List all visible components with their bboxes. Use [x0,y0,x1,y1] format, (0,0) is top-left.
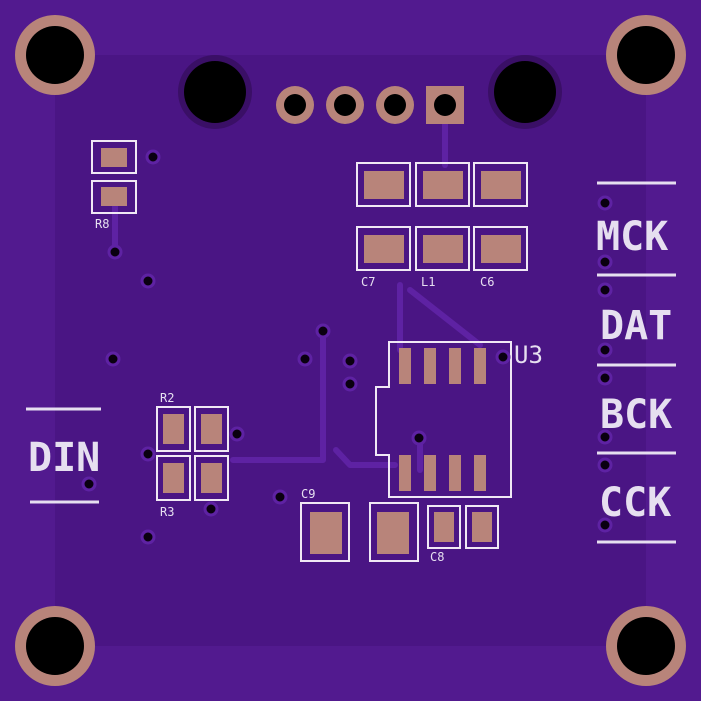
ic-u3: U3 [375,341,543,498]
via [342,353,358,369]
r2-label: R2 [160,391,174,405]
via [140,273,156,289]
mounting-hole-top-right [606,15,686,95]
connector-holes [178,55,562,129]
c9-label: C9 [301,487,315,501]
u3-label: U3 [514,341,543,369]
via [411,430,427,446]
via [597,457,613,473]
capacitor-c7: C7 [356,162,411,289]
header-pin-1 [276,86,314,124]
mounting-hole-top-left [15,15,95,95]
via [297,351,313,367]
mounting-hole-bottom-right [606,606,686,686]
resistor-r2: R2 [156,391,229,452]
header-pin-3 [376,86,414,124]
vias [81,149,613,545]
c6-label: C6 [480,275,494,289]
bck-label: BCK [600,392,672,438]
mounting-holes [15,15,686,686]
via [597,517,613,533]
via [203,501,219,517]
signal-din: DIN [26,407,101,504]
via [272,489,288,505]
mck-label: MCK [596,214,668,260]
inductor-l1: L1 [415,162,470,289]
via [107,244,123,260]
mounting-hole-bottom-left [15,606,95,686]
via [342,376,358,392]
capacitor-c6: C6 [473,162,528,289]
via [229,426,245,442]
via [495,349,511,365]
passives-row: C7 L1 C6 [356,162,528,289]
via [81,476,97,492]
capacitor-c8: C8 [427,505,499,564]
signal-labels-right: MCK DAT BCK CCK [596,181,676,544]
via [140,446,156,462]
via [315,323,331,339]
l1-label: L1 [421,275,435,289]
via [597,342,613,358]
r3-label: R3 [160,505,174,519]
via [145,149,161,165]
c7-label: C7 [361,275,375,289]
din-label: DIN [28,435,100,481]
via [597,254,613,270]
cck-label: CCK [599,480,671,526]
capacitor-c9: C9 [300,487,419,562]
ground-pour [55,55,646,646]
header-pin-2 [326,86,364,124]
dat-label: DAT [600,303,672,349]
via [105,351,121,367]
resistor-r3: R3 [156,455,229,519]
header-pins [276,86,464,124]
c8-label: C8 [430,550,444,564]
r8-label: R8 [95,217,109,231]
resistor-r8: R8 [91,140,137,231]
header-pin-4-square [426,86,464,124]
via [597,429,613,445]
via [597,195,613,211]
via [597,370,613,386]
via [140,529,156,545]
via [597,282,613,298]
